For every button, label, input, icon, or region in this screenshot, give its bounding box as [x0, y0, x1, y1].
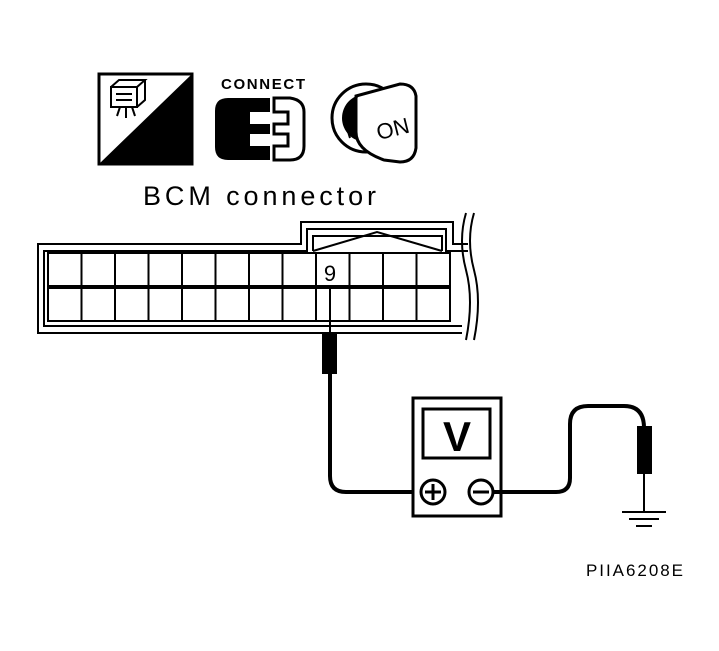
terminal-cavity — [47, 287, 83, 322]
terminal-cavity — [315, 287, 351, 322]
terminal-cavity — [114, 252, 150, 287]
connector-title: BCM connector — [143, 181, 376, 211]
terminal-cavity — [181, 252, 217, 287]
negative-terminal — [467, 478, 495, 506]
figure-id: PIIA6208E — [586, 561, 683, 580]
terminal-cavity — [281, 287, 317, 322]
bcm-connector: 9 — [37, 212, 479, 341]
terminal-cavity — [114, 287, 150, 322]
terminal-cavity-grid — [47, 252, 451, 322]
terminal-cavity — [214, 287, 250, 322]
terminal-cavity — [248, 252, 284, 287]
terminal-cavity — [348, 287, 384, 322]
positive-terminal — [419, 478, 447, 506]
connector-plug-icon — [110, 79, 148, 118]
terminal-cavity — [181, 287, 217, 322]
terminal-cavity — [281, 252, 317, 287]
terminal-cavity — [47, 252, 83, 287]
voltmeter: V — [411, 396, 503, 518]
terminal-number-label: 9 — [324, 261, 336, 286]
harness-side-icon: H.S. — [97, 72, 194, 166]
terminal-cavity — [315, 252, 351, 287]
terminal-cavity — [147, 252, 183, 287]
positive-test-lead — [322, 286, 422, 494]
terminal-cavity — [382, 252, 418, 287]
terminal-cavity — [415, 287, 451, 322]
ground-icon — [622, 511, 666, 527]
connect-label: CONNECT — [221, 76, 305, 93]
terminal-cavity — [248, 287, 284, 322]
negative-test-lead — [493, 404, 652, 512]
ignition-key-icon: ON — [330, 82, 418, 164]
voltmeter-symbol: V — [443, 413, 471, 460]
terminal-cavity — [147, 287, 183, 322]
terminal-cavity — [382, 287, 418, 322]
terminal-cavity — [214, 252, 250, 287]
terminal-cavity — [415, 252, 451, 287]
terminal-cavity — [348, 252, 384, 287]
connect-icon: CONNECT — [215, 76, 306, 162]
terminal-cavity — [80, 252, 116, 287]
terminal-cavity — [80, 287, 116, 322]
